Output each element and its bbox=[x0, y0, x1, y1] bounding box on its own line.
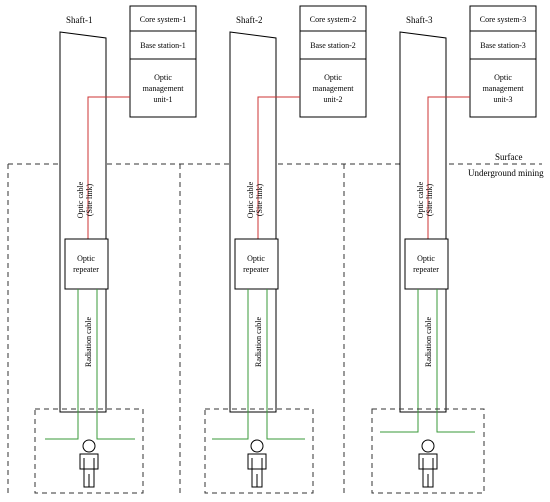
omu-label-line-3: unit-2 bbox=[323, 95, 342, 104]
shaft-body bbox=[229, 31, 277, 413]
optic-repeater-label-1: Optic bbox=[417, 254, 435, 263]
shaft-title: Shaft-1 bbox=[66, 15, 93, 25]
base-station-box bbox=[469, 30, 537, 60]
omu-label-line-3: unit-3 bbox=[493, 95, 512, 104]
optic-repeater-label-2: repeater bbox=[243, 265, 269, 274]
optic-cable-label-1: Optic cable bbox=[76, 181, 85, 218]
optic-repeater-box bbox=[64, 238, 109, 290]
radiation-cable-label: Radiation cable bbox=[84, 317, 93, 367]
base-station-box bbox=[299, 30, 367, 60]
shaft-group-3: Shaft-3 Core system-3 Base station-3 Opt… bbox=[343, 5, 537, 495]
radiation-cable-left bbox=[380, 289, 419, 433]
radiation-cable-label: Radiation cable bbox=[424, 317, 433, 367]
omu-label-line-2: management bbox=[313, 84, 355, 93]
optic-cable-line bbox=[427, 96, 470, 239]
core-system-label: Core system-2 bbox=[310, 15, 356, 24]
optic-repeater-label-2: repeater bbox=[413, 265, 439, 274]
optic-cable-label-2: (Site link) bbox=[85, 184, 94, 217]
mining-area-box bbox=[371, 408, 485, 494]
base-station-label: Base station-2 bbox=[310, 41, 356, 50]
omu-label-line-2: management bbox=[143, 84, 185, 93]
optic-repeater-label-1: Optic bbox=[77, 254, 95, 263]
shaft-body bbox=[399, 31, 447, 413]
optic-cable-label-1: Optic cable bbox=[416, 181, 425, 218]
radiation-cable-right bbox=[266, 289, 305, 440]
shaft-title: Shaft-2 bbox=[236, 15, 263, 25]
optic-repeater-box bbox=[234, 238, 279, 290]
radiation-cable-left bbox=[212, 289, 249, 440]
base-station-label: Base station-1 bbox=[140, 41, 186, 50]
surface-label: Surface bbox=[495, 152, 522, 162]
mining-area-box bbox=[34, 408, 144, 494]
core-system-label: Core system-1 bbox=[140, 15, 186, 24]
omu-label-line-2: management bbox=[483, 84, 525, 93]
miner-person-icon bbox=[79, 439, 99, 488]
optic-repeater-label-1: Optic bbox=[247, 254, 265, 263]
optic-cable-label-2: (Site link) bbox=[425, 184, 434, 217]
base-station-box bbox=[129, 30, 197, 60]
shaft-body bbox=[59, 31, 107, 413]
miner-person-icon bbox=[418, 439, 438, 488]
core-system-box bbox=[469, 5, 537, 32]
omu-label-line-1: Optic bbox=[154, 73, 172, 82]
core-system-box bbox=[299, 5, 367, 32]
optic-repeater-label-2: repeater bbox=[73, 265, 99, 274]
radiation-cable-right bbox=[96, 289, 135, 440]
radiation-cable-left bbox=[45, 289, 79, 440]
radiation-cable-right bbox=[436, 289, 475, 433]
optic-repeater-box bbox=[404, 238, 449, 290]
shaft-group-2: Shaft-2 Core system-2 Base station-2 Opt… bbox=[179, 5, 367, 495]
optic-management-unit-box bbox=[129, 58, 197, 118]
core-system-label: Core system-3 bbox=[480, 15, 526, 24]
optic-cable-line bbox=[257, 96, 300, 239]
mining-area-box bbox=[204, 408, 314, 494]
optic-cable-label-2: (Site link) bbox=[255, 184, 264, 217]
optic-management-unit-box bbox=[469, 58, 537, 118]
radiation-cable-label: Radiation cable bbox=[254, 317, 263, 367]
optic-cable-label-1: Optic cable bbox=[246, 181, 255, 218]
miner-person-icon bbox=[247, 439, 267, 488]
optic-cable-line bbox=[87, 96, 130, 239]
shaft-title: Shaft-3 bbox=[406, 15, 433, 25]
shaft-group-1: Shaft-1 Core system-1 Base station-1 Opt… bbox=[7, 5, 197, 495]
omu-label-line-1: Optic bbox=[494, 73, 512, 82]
omu-label-line-3: unit-1 bbox=[153, 95, 172, 104]
underground-label: Underground mining bbox=[468, 168, 544, 178]
optic-management-unit-box bbox=[299, 58, 367, 118]
omu-label-line-1: Optic bbox=[324, 73, 342, 82]
base-station-label: Base station-3 bbox=[480, 41, 526, 50]
